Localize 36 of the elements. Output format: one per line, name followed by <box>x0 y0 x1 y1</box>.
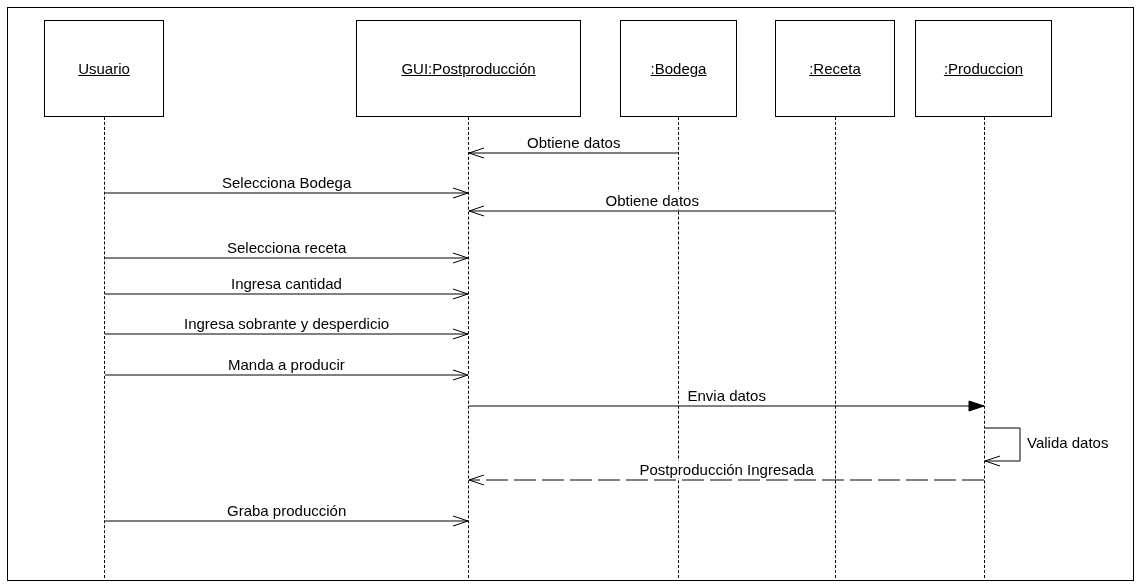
message-arrow <box>468 147 679 159</box>
message-label: Ingresa cantidad <box>230 275 343 292</box>
object-name: :Produccion <box>943 60 1024 77</box>
lifeline <box>104 117 105 578</box>
message-label: Ingresa sobrante y desperdicio <box>183 315 391 332</box>
message-arrow <box>104 328 469 340</box>
lifeline <box>984 117 985 578</box>
object-box <box>44 20 164 117</box>
message-arrow <box>104 369 469 381</box>
message-arrow <box>984 427 1021 467</box>
object-name: :Receta <box>809 60 861 77</box>
message-arrow <box>468 400 985 412</box>
lifeline <box>835 117 836 578</box>
object-box <box>620 20 737 117</box>
object-box <box>775 20 895 117</box>
lifeline <box>468 117 469 578</box>
message-arrow <box>468 474 985 486</box>
object-name: :Bodega <box>650 60 707 77</box>
object-box <box>356 20 581 117</box>
message-label: Obtiene datos <box>604 192 700 209</box>
message-arrow <box>104 515 469 527</box>
object-name: Usuario <box>78 60 130 77</box>
message-arrow <box>104 187 469 199</box>
message-label: Obtiene datos <box>526 134 622 151</box>
message-label: Selecciona Bodega <box>221 174 353 191</box>
message-arrow <box>104 288 469 300</box>
message-arrow <box>468 205 836 217</box>
message-label: Manda a producir <box>227 356 346 373</box>
object-name: GUI:Postproducción <box>401 60 536 77</box>
message-arrow <box>104 252 469 264</box>
message-label: Selecciona receta <box>226 239 348 256</box>
message-label: Envia datos <box>686 387 767 404</box>
message-label: Postproducción Ingresada <box>638 461 815 478</box>
object-box <box>915 20 1052 117</box>
message-label: Valida datos <box>1026 434 1110 451</box>
message-label: Graba producción <box>226 502 348 519</box>
